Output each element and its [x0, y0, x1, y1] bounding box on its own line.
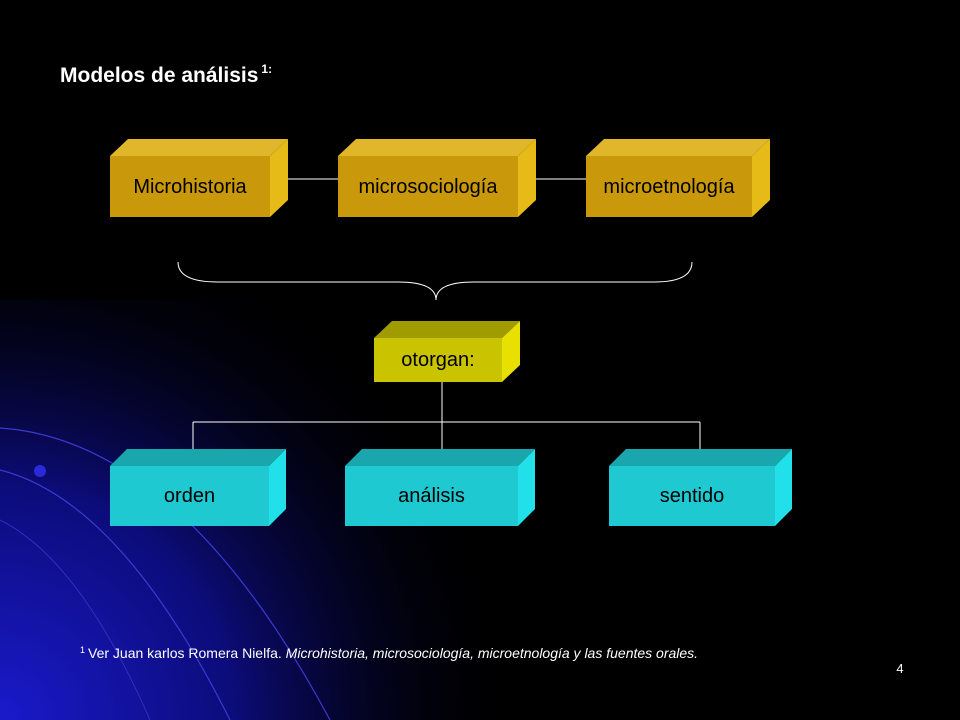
footnote-prefix: Ver Juan karlos Romera Nielfa.: [88, 645, 282, 661]
box-label-otorgan: otorgan:: [401, 348, 475, 371]
box-microsociologia: [338, 139, 536, 217]
box-label-microhistoria: Microhistoria: [133, 175, 247, 198]
box-analisis: [345, 449, 535, 526]
box-label-microetnologia: microetnología: [603, 175, 735, 198]
box-otorgan: [374, 321, 520, 382]
curly-brace: [177, 261, 693, 301]
deco-arc-line: [0, 469, 231, 720]
title-text: Modelos de análisis: [60, 64, 259, 87]
footnote-mark: 1: [80, 645, 86, 655]
deco-bullet-dot: [34, 465, 46, 477]
page-number: 4: [896, 661, 904, 676]
deco-arc-line: [0, 519, 151, 720]
footnote-work-title: Microhistoria, microsociología, microetn…: [285, 645, 699, 661]
box-microhistoria: [110, 139, 288, 217]
box-sentido: [609, 449, 792, 526]
box-label-sentido: sentido: [659, 484, 725, 507]
title-footnote-mark: 1:: [261, 62, 273, 76]
box-microetnologia: [586, 139, 770, 217]
box-orden: [110, 449, 286, 526]
box-label-orden: orden: [163, 484, 216, 507]
box-label-analisis: análisis: [398, 484, 465, 507]
box-label-microsociologia: microsociología: [358, 175, 498, 198]
